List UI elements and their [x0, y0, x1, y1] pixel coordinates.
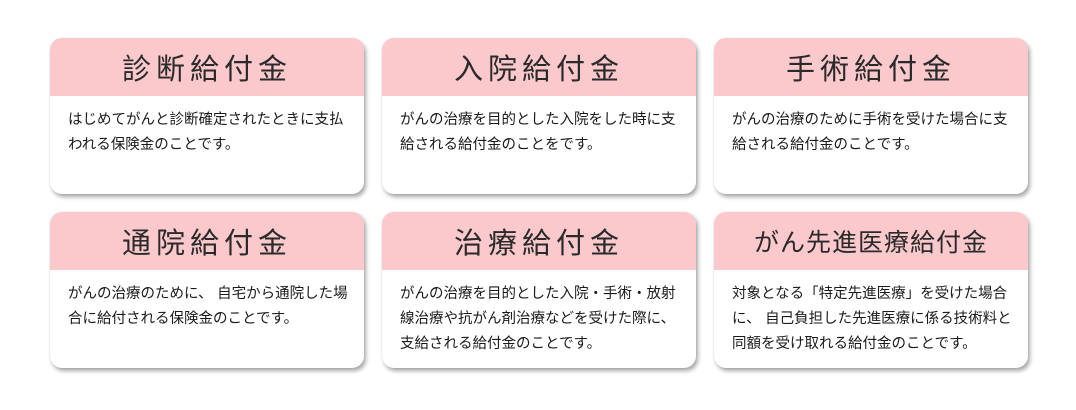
card-description: がんの治療を目的とした入院をした時に支給される給付金のことをです。 — [400, 112, 676, 153]
card-description: がんの治療のために手術を受けた場合に支給される給付金のことです。 — [732, 112, 1008, 153]
card-title: 治療給付金 — [453, 226, 624, 260]
card-description: がんの治療を目的とした入院・手術・放射線治療や抗がん剤治療などを受けた際に、 支… — [400, 286, 676, 352]
card-outpatient-benefit: 通院給付金 がんの治療のために、 自宅から通院した場合に給付される保険金のことで… — [50, 212, 364, 368]
card-surgery-benefit: 手術給付金 がんの治療のために手術を受けた場合に支給される給付金のことです。 — [714, 38, 1028, 194]
card-title: 診断給付金 — [121, 52, 292, 86]
card-title: 入院給付金 — [453, 52, 624, 86]
card-header: 治療給付金 — [382, 212, 696, 270]
card-description: はじめてがんと診断確定されたときに支払われる保険金のことです。 — [68, 112, 344, 153]
card-advanced-medical-benefit: がん先進医療給付金 対象となる「特定先進医療」を受けた場合に、 自己負担した先進… — [714, 212, 1028, 368]
card-diagnosis-benefit: 診断給付金 はじめてがんと診断確定されたときに支払われる保険金のことです。 — [50, 38, 364, 194]
card-hospitalization-benefit: 入院給付金 がんの治療を目的とした入院をした時に支給される給付金のことをです。 — [382, 38, 696, 194]
card-treatment-benefit: 治療給付金 がんの治療を目的とした入院・手術・放射線治療や抗がん剤治療などを受け… — [382, 212, 696, 368]
card-header: 手術給付金 — [714, 38, 1028, 96]
benefit-card-grid: 診断給付金 はじめてがんと診断確定されたときに支払われる保険金のことです。 入院… — [50, 38, 1028, 368]
card-description: がんの治療のために、 自宅から通院した場合に給付される保険金のことです。 — [68, 286, 348, 327]
card-header: がん先進医療給付金 — [714, 212, 1028, 270]
card-header: 入院給付金 — [382, 38, 696, 96]
card-title: 手術給付金 — [785, 52, 956, 86]
card-header: 診断給付金 — [50, 38, 364, 96]
card-header: 通院給付金 — [50, 212, 364, 270]
card-title: がん先進医療給付金 — [753, 228, 988, 257]
card-title: 通院給付金 — [121, 226, 292, 260]
card-description: 対象となる「特定先進医療」を受けた場合に、 自己負担した先進医療に係る技術料と同… — [732, 286, 1012, 352]
